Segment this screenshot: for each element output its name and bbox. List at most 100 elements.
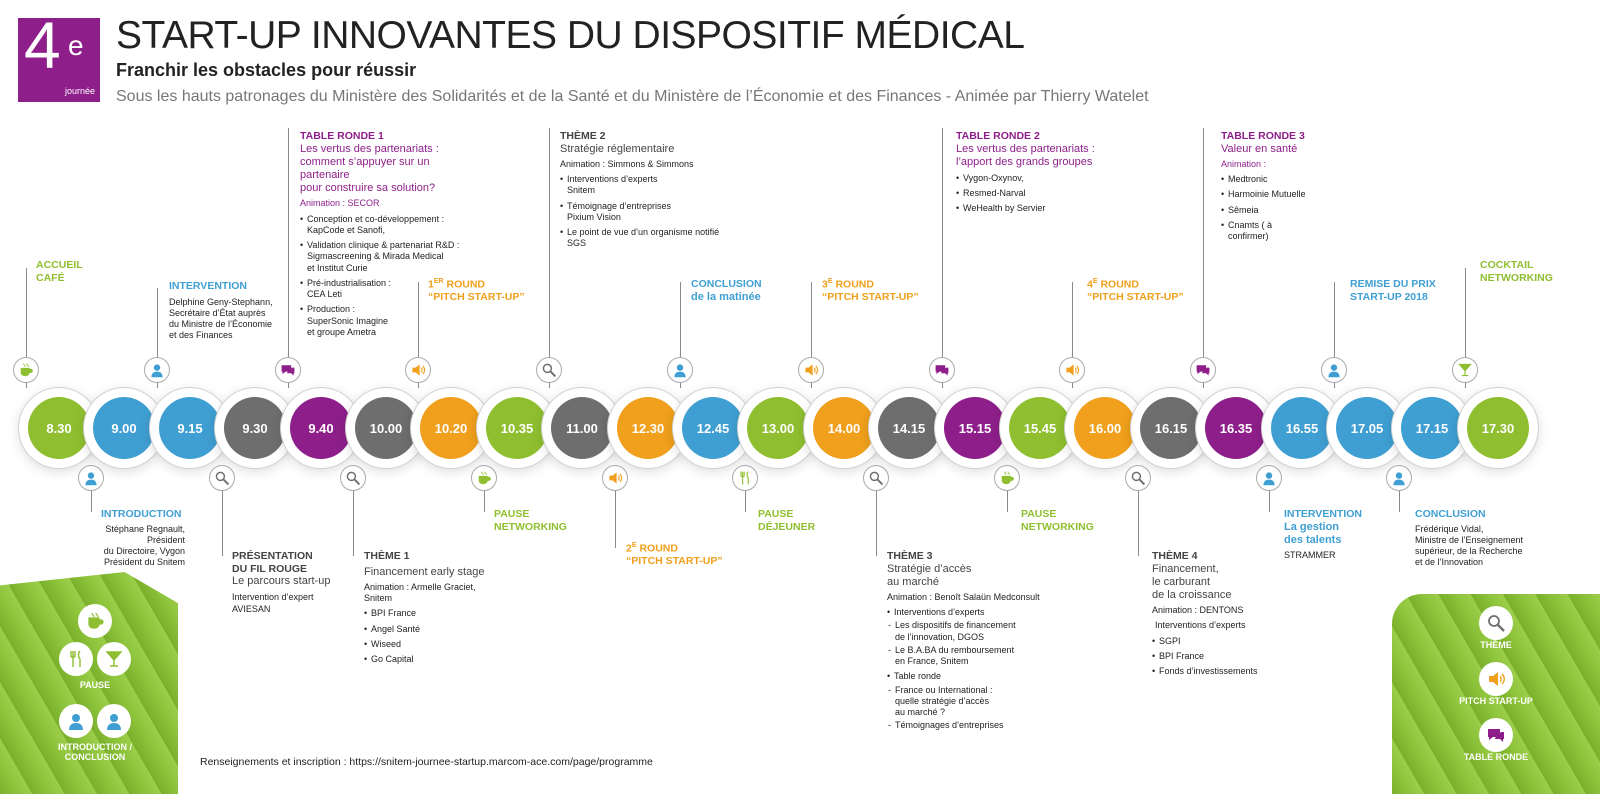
- timeline-connector: [157, 288, 158, 388]
- timeline-node: 9.30: [224, 397, 286, 459]
- timeline-node: 10.35: [486, 397, 548, 459]
- timeline-node: 16.00: [1074, 397, 1136, 459]
- timeline-node: 15.15: [944, 397, 1006, 459]
- chat-icon: [1190, 357, 1216, 383]
- magnifier-icon: [340, 465, 366, 491]
- coffee-icon: [13, 357, 39, 383]
- block-cocktail: COCKTAIL NETWORKING: [1480, 259, 1553, 284]
- legend-person-female-icon: [59, 704, 93, 738]
- speaker-icon: [405, 357, 431, 383]
- timeline-node: 8.30: [28, 397, 90, 459]
- magnifier-icon: [863, 465, 889, 491]
- block-pause-1545: PAUSE NETWORKING: [1021, 508, 1094, 533]
- block-round-4: 4E ROUND “PITCH START-UP”: [1087, 278, 1184, 304]
- coffee-icon: [471, 465, 497, 491]
- block-introduction: INTRODUCTION Stéphane Regnault, Présiden…: [101, 508, 185, 568]
- block-accueil: ACCUEIL CAFÉ: [36, 259, 83, 284]
- cutlery-icon: [732, 465, 758, 491]
- timeline-connector: [615, 468, 616, 548]
- timeline-node: 17.05: [1336, 397, 1398, 459]
- chat-icon: [929, 357, 955, 383]
- block-table-ronde-2: TABLE RONDE 2 Les vertus des partenariat…: [956, 130, 1126, 215]
- timeline-connector: [549, 128, 550, 388]
- speaker-icon: [798, 357, 824, 383]
- timeline-node: 9.15: [159, 397, 221, 459]
- timeline-node: 15.45: [1009, 397, 1071, 459]
- block-table-ronde-3: TABLE RONDE 3 Valeur en santé Animation …: [1221, 130, 1341, 242]
- block-intervention-915: INTERVENTION Delphine Geny-Stephann, Sec…: [169, 280, 273, 341]
- badge-word: journée: [64, 86, 95, 96]
- timeline-connector: [222, 468, 223, 556]
- person-icon: [667, 357, 693, 383]
- legend-chat-icon: [1479, 718, 1513, 752]
- person-icon: [144, 357, 170, 383]
- timeline-node: 10.00: [355, 397, 417, 459]
- timeline-node: 17.15: [1401, 397, 1463, 459]
- block-remise-prix: REMISE DU PRIX START-UP 2018: [1350, 278, 1436, 303]
- timeline-connector: [1334, 282, 1335, 388]
- block-theme-4: THÈME 4 Financement, le carburant de la …: [1152, 550, 1302, 678]
- legend-coffee-icon: [78, 604, 112, 638]
- timeline-connector: [680, 282, 681, 388]
- page-title: START-UP INNOVANTES DU DISPOSITIF MÉDICA…: [116, 14, 1025, 57]
- legend-cocktail-icon: [97, 642, 131, 676]
- block-pause-dejeuner: PAUSE DÉJEUNER: [758, 508, 816, 533]
- magnifier-icon: [1125, 465, 1151, 491]
- person-icon: [1321, 357, 1347, 383]
- person-icon: [1256, 465, 1282, 491]
- legend-theme: THÈME: [1446, 606, 1546, 650]
- timeline-node: 16.55: [1271, 397, 1333, 459]
- timeline-node: 9.00: [93, 397, 155, 459]
- timeline-node: 9.40: [290, 397, 352, 459]
- footer-text: Renseignements et inscription : https://…: [200, 756, 653, 768]
- timeline-node: 16.35: [1205, 397, 1267, 459]
- timeline-connector: [942, 128, 943, 388]
- block-round-3: 3E ROUND “PITCH START-UP”: [822, 278, 919, 304]
- page-subtitle: Franchir les obstacles pour réussir: [116, 60, 417, 80]
- person-icon: [78, 465, 104, 491]
- legend-pause: PAUSE: [40, 604, 150, 690]
- block-theme-2: THÈME 2 Stratégie réglementaire Animatio…: [560, 130, 735, 250]
- legend-cutlery-icon: [59, 642, 93, 676]
- timeline-node: 12.45: [682, 397, 744, 459]
- timeline-node: 11.00: [551, 397, 613, 459]
- timeline-connector: [353, 468, 354, 556]
- badge-sup: e: [68, 30, 84, 61]
- timeline-connector: [26, 268, 27, 388]
- legend-introduction: INTRODUCTION / CONCLUSION: [30, 704, 160, 762]
- timeline-connector: [1203, 128, 1204, 388]
- legend-pitch: PITCH START-UP: [1436, 662, 1556, 706]
- timeline-connector: [1465, 268, 1466, 388]
- timeline-connector: [288, 128, 289, 388]
- speaker-icon: [602, 465, 628, 491]
- block-conclusion-matinee: CONCLUSION de la matinée: [691, 278, 762, 303]
- speaker-icon: [1059, 357, 1085, 383]
- block-theme-1: THÈME 1 Financement early stage Animatio…: [364, 550, 484, 666]
- patronage-text: Sous les hauts patronages du Ministère d…: [116, 88, 1149, 105]
- timeline-connector: [811, 282, 812, 388]
- timeline-node: 17.30: [1467, 397, 1529, 459]
- timeline-node: 12.30: [617, 397, 679, 459]
- block-round-1: 1ER ROUND “PITCH START-UP”: [428, 278, 525, 304]
- block-table-ronde-1: TABLE RONDE 1 Les vertus des partenariat…: [300, 130, 480, 338]
- cocktail-icon: [1452, 357, 1478, 383]
- day-badge: 4 e journée: [18, 12, 100, 102]
- timeline-node: 16.15: [1140, 397, 1202, 459]
- timeline-node: 13.00: [747, 397, 809, 459]
- coffee-icon: [994, 465, 1020, 491]
- timeline-node: 14.15: [878, 397, 940, 459]
- legend-person-male-icon: [97, 704, 131, 738]
- legend-speaker-icon: [1479, 662, 1513, 696]
- person-icon: [1386, 465, 1412, 491]
- block-presentation: PRÉSENTATION DU FIL ROUGE Le parcours st…: [232, 550, 331, 614]
- magnifier-icon: [209, 465, 235, 491]
- legend-magnifier-icon: [1479, 606, 1513, 640]
- legend-table-ronde: TABLE RONDE: [1436, 718, 1556, 762]
- badge-number: 4: [24, 8, 61, 82]
- timeline-connector: [1138, 468, 1139, 556]
- timeline-connector: [876, 468, 877, 556]
- block-theme-3: THÈME 3 Stratégie d’accès au marché Anim…: [887, 550, 1065, 732]
- block-round-2: 2E ROUND “PITCH START-UP”: [626, 542, 723, 568]
- chat-icon: [275, 357, 301, 383]
- block-pause-1035: PAUSE NETWORKING: [494, 508, 567, 533]
